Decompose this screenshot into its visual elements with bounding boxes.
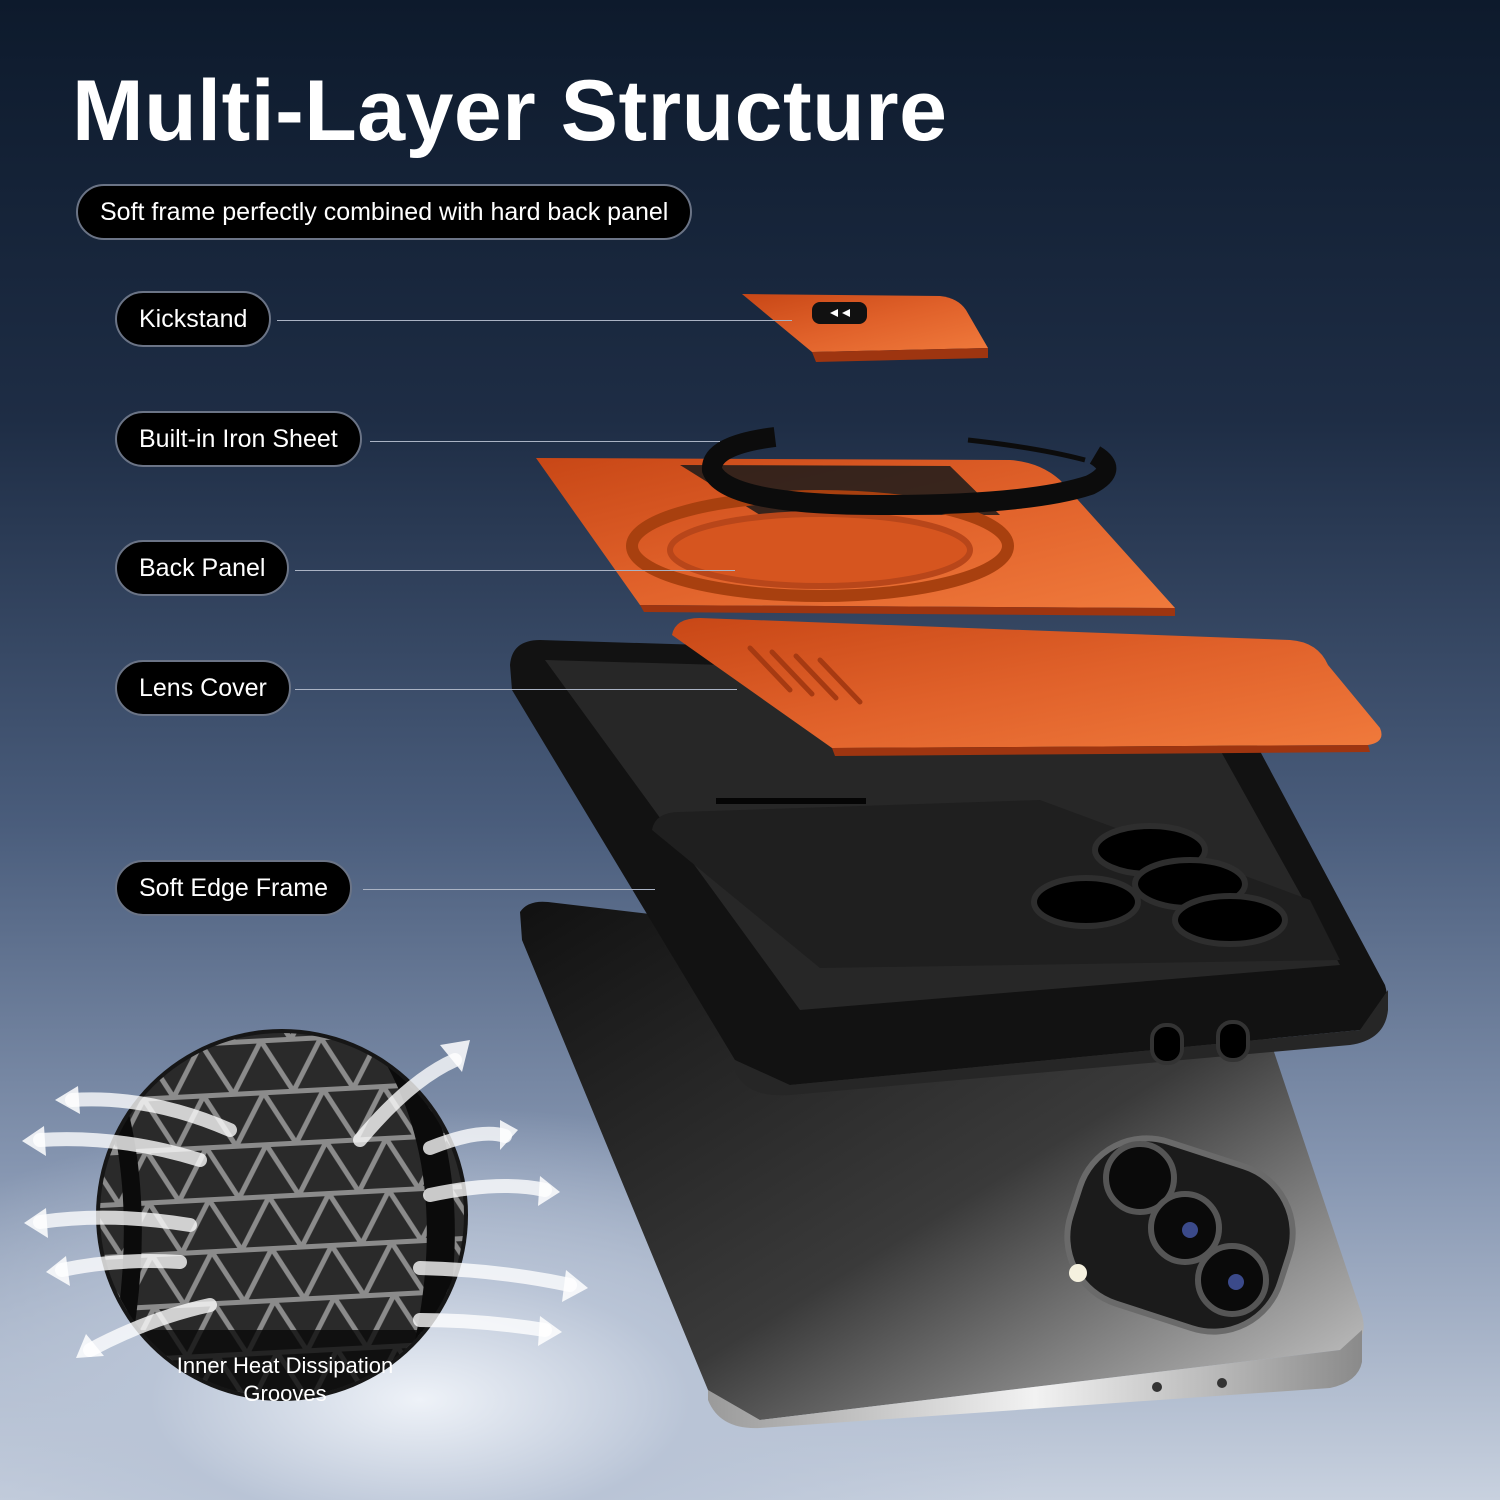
- heat-dissipation-caption: Inner Heat Dissipation Grooves: [140, 1352, 430, 1408]
- frame-camera-cutout-icon: [1031, 823, 1288, 947]
- label-lens-cover: Lens Cover: [115, 660, 291, 716]
- label-back-panel: Back Panel: [115, 540, 290, 596]
- label-kickstand: Kickstand: [115, 291, 272, 347]
- heat-arrow-icon: [33, 1053, 577, 1357]
- phone-camera-icon: [1064, 1135, 1296, 1335]
- label-soft-edge-frame: Soft Edge Frame: [115, 860, 352, 916]
- caption-line-1: Inner Heat Dissipation: [176, 1353, 394, 1378]
- leader-line-soft-edge-frame: [363, 889, 655, 890]
- label-iron-sheet: Built-in Iron Sheet: [115, 411, 362, 467]
- kickstand-part: [742, 294, 988, 362]
- caption-line-2: Grooves: [243, 1381, 327, 1406]
- heat-arrowheads: [22, 1040, 588, 1358]
- leader-line-back-panel: [295, 570, 735, 571]
- subtitle-badge: Soft frame perfectly combined with hard …: [76, 184, 693, 240]
- leader-line-iron-sheet: [370, 441, 720, 442]
- leader-line-lens-cover: [295, 689, 737, 690]
- magnetic-ring: [702, 427, 1117, 516]
- lens-cover-part: [672, 618, 1382, 756]
- leader-line-kickstand: [277, 320, 792, 321]
- page-title: Multi-Layer Structure: [72, 63, 948, 159]
